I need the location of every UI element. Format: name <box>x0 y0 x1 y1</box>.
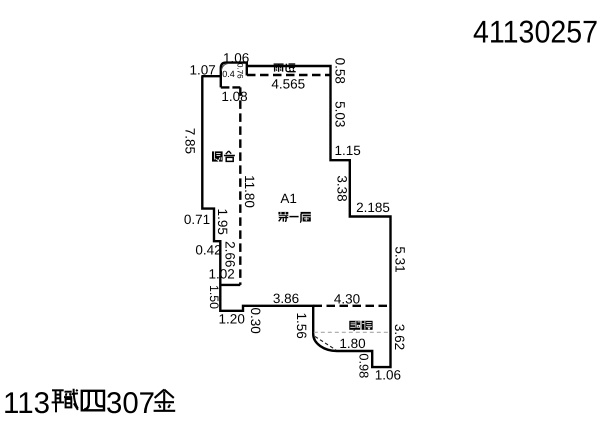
svg-text:11.80: 11.80 <box>242 175 257 208</box>
svg-text:1.50: 1.50 <box>207 285 221 309</box>
svg-text:0.30: 0.30 <box>248 307 263 333</box>
svg-text:4.565: 4.565 <box>271 77 305 92</box>
svg-text:1.95: 1.95 <box>215 209 230 235</box>
svg-text:1.08: 1.08 <box>221 89 247 104</box>
svg-text:1.02: 1.02 <box>208 267 234 282</box>
svg-text:3.38: 3.38 <box>334 175 349 201</box>
svg-text:1.20: 1.20 <box>219 312 245 327</box>
svg-text:5.31: 5.31 <box>392 246 407 272</box>
svg-text:3.62: 3.62 <box>392 324 407 350</box>
svg-text:2.185: 2.185 <box>356 200 390 215</box>
svg-text:1.06: 1.06 <box>223 50 249 65</box>
svg-text:5.03: 5.03 <box>333 101 348 127</box>
svg-text:0.76: 0.76 <box>235 63 244 79</box>
svg-text:0.4: 0.4 <box>222 69 235 79</box>
svg-text:1.07: 1.07 <box>189 63 215 78</box>
svg-text:A1: A1 <box>280 191 297 206</box>
svg-text:4.30: 4.30 <box>334 291 360 306</box>
svg-text:2.66: 2.66 <box>223 241 238 267</box>
svg-text:307: 307 <box>106 387 155 420</box>
svg-text:0.42: 0.42 <box>195 243 221 258</box>
svg-text:1.15: 1.15 <box>334 143 360 158</box>
svg-text:41130257: 41130257 <box>473 14 598 50</box>
svg-text:7.85: 7.85 <box>183 128 198 154</box>
svg-text:1.56: 1.56 <box>294 312 309 338</box>
svg-text:113: 113 <box>3 387 50 420</box>
svg-text:3.86: 3.86 <box>273 291 299 306</box>
svg-text:0.98: 0.98 <box>356 353 371 378</box>
svg-text:0.58: 0.58 <box>333 58 348 84</box>
svg-text:1.06: 1.06 <box>375 368 401 383</box>
svg-text:0.71: 0.71 <box>184 212 210 227</box>
svg-text:1.80: 1.80 <box>339 336 365 351</box>
